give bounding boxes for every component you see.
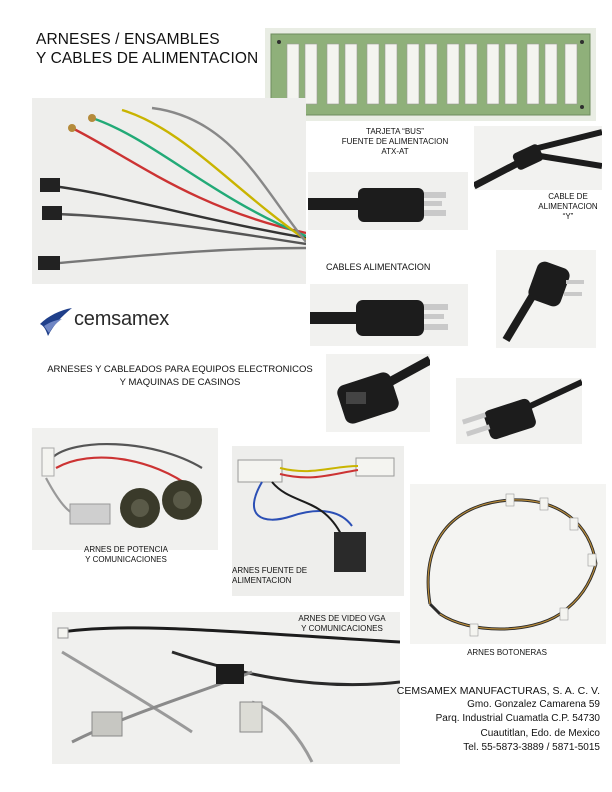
power-comm-harness-photo xyxy=(32,428,218,550)
tagline: ARNESES Y CABLEADOS PARA EQUIPOS ELECTRO… xyxy=(38,363,322,389)
caption-line: ATX-AT xyxy=(381,147,409,156)
caption-line: ALIMENTACION xyxy=(538,202,598,211)
caption-line: ALIMENTACION xyxy=(232,576,292,585)
vga-harness-photo xyxy=(52,612,400,764)
power-comm-caption: ARNES DE POTENCIA Y COMUNICACIONES xyxy=(74,545,178,565)
tagline-line: Y MAQUINAS DE CASINOS xyxy=(119,377,241,388)
industrial-park: Parq. Industrial Cuamatla C.P. 54730 xyxy=(435,713,600,725)
tagline-line: ARNESES Y CABLEADOS PARA EQUIPOS ELECTRO… xyxy=(47,364,313,375)
page-title: ARNESES / ENSAMBLES Y CABLES DE ALIMENTA… xyxy=(36,30,258,68)
cables-caption: CABLES ALIMENTACION xyxy=(326,262,431,272)
power-supply-caption: ARNES FUENTE DE ALIMENTACION xyxy=(232,566,316,586)
cemsamex-logo: cemsamex xyxy=(38,304,188,340)
logo-wordmark: cemsamex xyxy=(74,308,170,330)
y-cable-caption: CABLE DE ALIMENTACION “Y” xyxy=(526,192,610,222)
caption-line: TARJETA “BUS” xyxy=(366,127,424,136)
power-plug-photo-2 xyxy=(310,284,468,346)
harness-bundle-photo xyxy=(32,98,306,284)
phone: Tel. 55-5873-3889 / 5871-5015 xyxy=(463,741,600,753)
iec-connector-photo xyxy=(326,354,430,432)
street-address: Gmo. Gonzalez Camarena 59 xyxy=(467,699,600,711)
button-harness-caption: ARNES BOTONERAS xyxy=(467,648,547,657)
title-line-1: ARNESES / ENSAMBLES xyxy=(36,31,220,48)
caption-line: Y COMUNICACIONES xyxy=(85,555,167,564)
power-plug-photo xyxy=(308,172,468,230)
caption-line: CABLE DE xyxy=(548,192,588,201)
two-prong-plug-photo xyxy=(456,378,582,444)
caption-line: “Y” xyxy=(562,212,574,221)
caption-line: Y COMUNICACIONES xyxy=(301,624,383,633)
company-name: CEMSAMEX MANUFACTURAS, S. A. C. V. xyxy=(396,685,600,697)
address-block: CEMSAMEX MANUFACTURAS, S. A. C. V. Gmo. … xyxy=(397,684,600,755)
y-cable-photo xyxy=(474,126,602,190)
bus-board-photo xyxy=(265,28,596,121)
logo-swoosh-icon xyxy=(40,308,72,336)
angled-plug-photo xyxy=(496,250,596,348)
button-harness-photo xyxy=(410,484,606,644)
power-supply-harness-photo xyxy=(232,446,404,596)
bus-board-caption: TARJETA “BUS” FUENTE DE ALIMENTACION ATX… xyxy=(326,127,464,157)
caption-line: ARNES DE VIDEO VGA xyxy=(298,614,386,623)
caption-line: ARNES DE POTENCIA xyxy=(83,545,168,554)
caption-line: FUENTE DE ALIMENTACION xyxy=(341,137,449,146)
city: Cuautitlan, Edo. de Mexico xyxy=(480,727,600,739)
vga-harness-caption: ARNES DE VIDEO VGA Y COMUNICACIONES xyxy=(290,614,394,634)
caption-line: ARNES FUENTE DE xyxy=(232,566,308,575)
title-line-2: Y CABLES DE ALIMENTACION xyxy=(36,50,259,67)
